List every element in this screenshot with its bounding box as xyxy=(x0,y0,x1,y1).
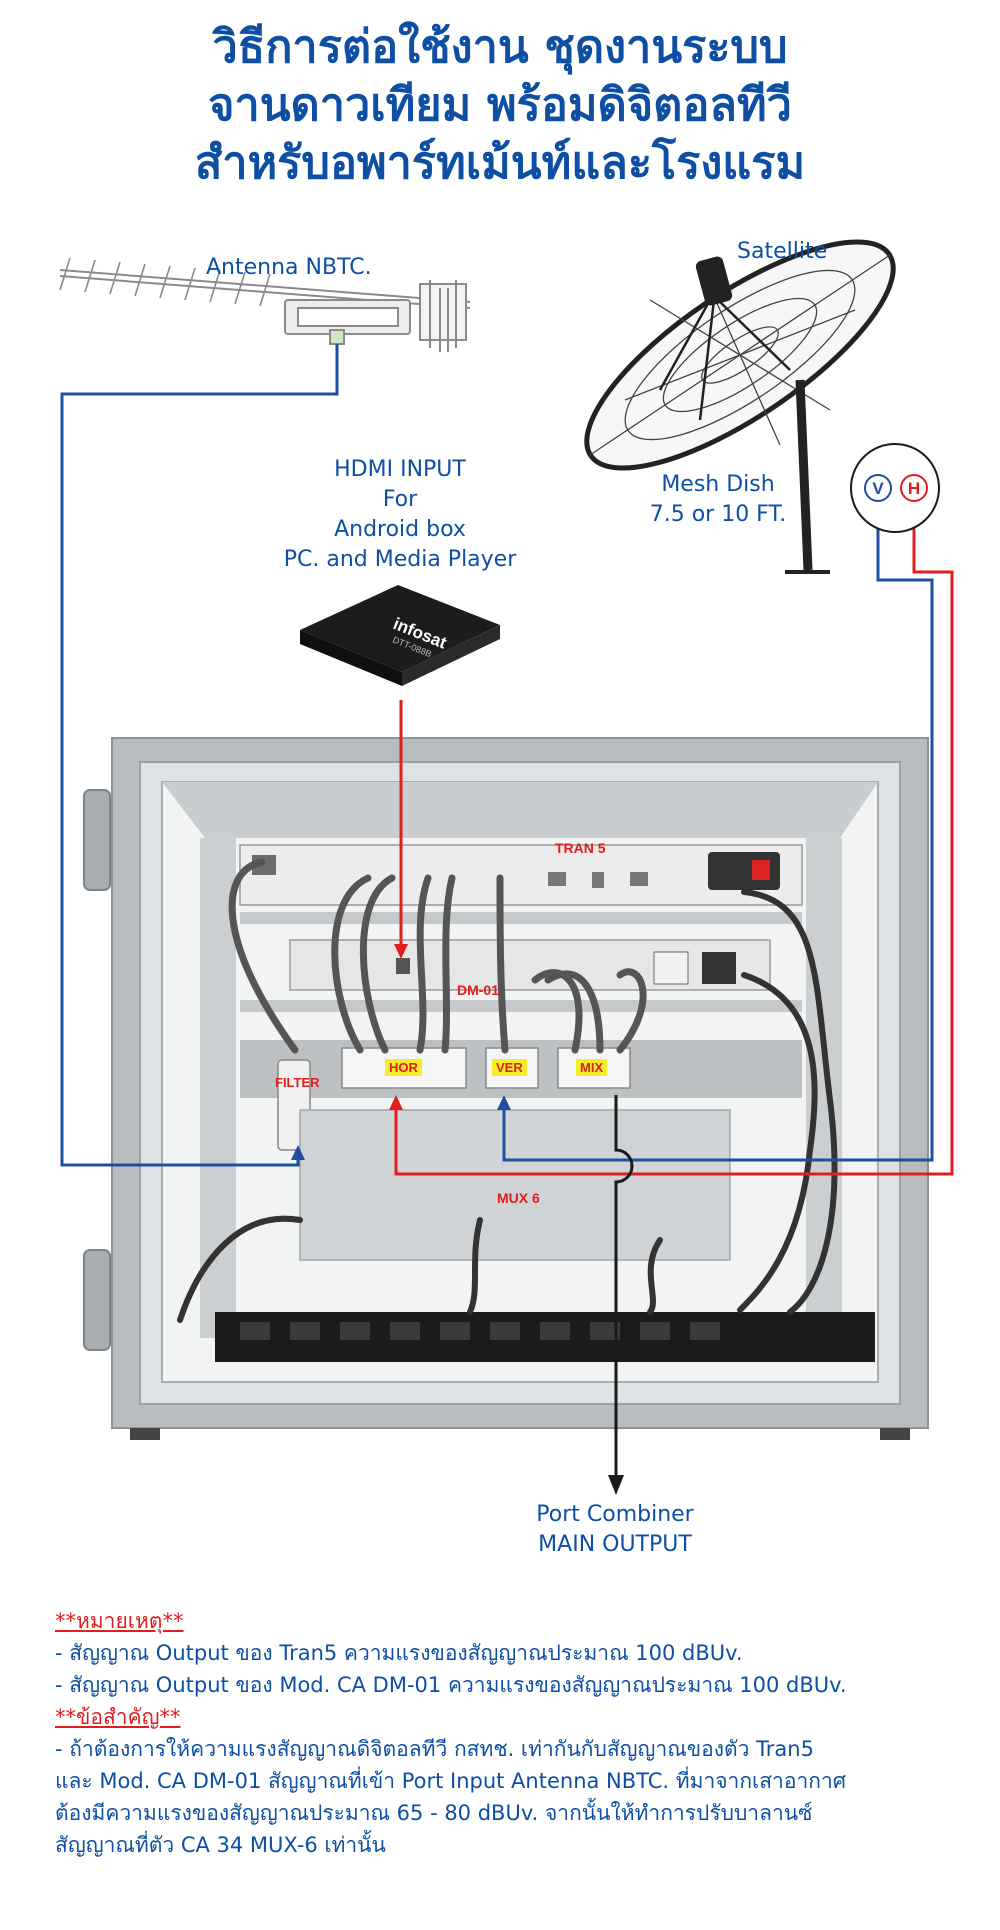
main-output-wire xyxy=(614,1095,634,1478)
tran5-label: TRAN 5 xyxy=(555,840,606,856)
hdmi-line-4: PC. and Media Player xyxy=(283,547,517,572)
mux6-label: MUX 6 xyxy=(497,1190,540,1206)
note-line-2: - สัญญาณ Output ของ Mod. CA DM-01 ความแร… xyxy=(55,1673,847,1697)
page-title: วิธีการต่อใช้งาน ชุดงานระบบ จานดาวเทียม … xyxy=(0,18,1000,192)
filter-label: FILTER xyxy=(275,1075,320,1090)
main-output-arrow xyxy=(608,1475,624,1495)
dm01-label: DM-01 xyxy=(457,982,500,998)
output-line-1: Port Combiner xyxy=(536,1502,694,1527)
rack-cabinet-illustration xyxy=(83,737,929,1440)
important-line-4: สัญญาณที่ตัว CA 34 MUX-6 เท่านั้น xyxy=(55,1833,386,1857)
horizontal-polarization-wire xyxy=(394,505,954,1176)
important-heading: **ข้อสำคัญ** xyxy=(55,1705,181,1729)
ver-label: VER xyxy=(492,1059,527,1076)
notes-section: **หมายเหตุ** - สัญญาณ Output ของ Tran5 ค… xyxy=(55,1605,975,1861)
important-line-1: - ถ้าต้องการให้ความแรงสัญญาณดิจิตอลทีวี … xyxy=(55,1737,814,1761)
antenna-illustration xyxy=(59,257,471,352)
hor-label: HOR xyxy=(385,1059,422,1076)
note-line-1: - สัญญาณ Output ของ Tran5 ความแรงของสัญญ… xyxy=(55,1641,743,1665)
notes-heading: **หมายเหตุ** xyxy=(55,1609,184,1633)
title-line-3: สำหรับอพาร์ทเม้นท์และโรงแรม xyxy=(194,136,806,189)
title-line-2: จานดาวเทียม พร้อมดิจิตอลทีวี xyxy=(208,78,792,131)
antenna-wire xyxy=(60,344,339,1167)
dish-line-2: 7.5 or 10 FT. xyxy=(649,502,787,527)
hdmi-label: HDMI INPUT For Android box PC. and Media… xyxy=(270,455,530,575)
dish-line-1: Mesh Dish xyxy=(661,472,775,497)
satellite-label: Satellite xyxy=(737,239,828,264)
h-marker: H xyxy=(900,474,928,502)
polarization-circle xyxy=(850,443,940,533)
important-line-2: และ Mod. CA DM-01 สัญญาณที่เข้า Port Inp… xyxy=(55,1769,847,1793)
v-marker: V xyxy=(864,474,892,502)
title-line-1: วิธีการต่อใช้งาน ชุดงานระบบ xyxy=(212,20,788,73)
mix-label: MIX xyxy=(576,1059,608,1076)
dish-label: Mesh Dish 7.5 or 10 FT. xyxy=(628,470,808,530)
antenna-wire-arrow xyxy=(291,1145,305,1160)
android-box-illustration: infosat DTT-088B xyxy=(300,585,500,686)
main-output-label: Port Combiner MAIN OUTPUT xyxy=(515,1500,715,1560)
ver-wire-arrow xyxy=(497,1095,511,1110)
output-line-2: MAIN OUTPUT xyxy=(538,1532,692,1557)
hdmi-line-2: For xyxy=(382,487,418,512)
antenna-label: Antenna NBTC. xyxy=(206,255,372,280)
important-line-3: ต้องมีความแรงของสัญญาณประมาณ 65 - 80 dBU… xyxy=(55,1801,813,1825)
hdmi-line-3: Android box xyxy=(334,517,466,542)
hdmi-wire-arrow xyxy=(394,944,408,959)
hdmi-line-1: HDMI INPUT xyxy=(334,457,466,482)
vertical-polarization-wire xyxy=(502,505,934,1162)
hor-wire-arrow xyxy=(389,1095,403,1110)
satellite-dish-illustration xyxy=(584,239,896,574)
